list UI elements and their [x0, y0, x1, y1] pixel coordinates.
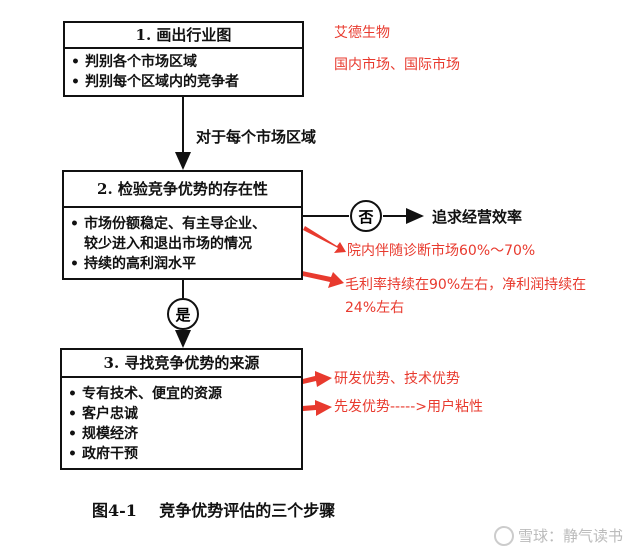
- annotation-first-mover: 先发优势----->用户粘性: [334, 399, 483, 415]
- annotation-company: 艾德生物: [334, 25, 390, 41]
- annotation-margin-line2: 24%左右: [345, 300, 405, 316]
- step2-item-1: •市场份额稳定、有主导企业、: [70, 216, 266, 232]
- step3-item-3: •规模经济: [68, 426, 138, 442]
- annotation-margin-line1: 毛利率持续在90%左右，净利润持续在: [345, 277, 587, 293]
- step2-title: 2. 检验竞争优势的存在性: [64, 172, 301, 208]
- watermark: 雪球：静气读书: [493, 525, 623, 546]
- no-outcome: 追求经营效率: [432, 208, 523, 226]
- step2-item-2: •持续的高利润水平: [70, 256, 196, 272]
- snowball-logo-icon: [493, 526, 514, 546]
- step3-item-4: •政府干预: [68, 446, 138, 462]
- step3-item-1: •专有技术、便宜的资源: [68, 386, 222, 402]
- step2-box: 2. 检验竞争优势的存在性 •市场份额稳定、有主导企业、 较少进入和退出市场的情…: [62, 170, 303, 280]
- step3-item-2: •客户忠诚: [68, 406, 138, 422]
- arrow-label: 对于每个市场区域: [196, 128, 317, 146]
- no-circle: 否: [350, 200, 382, 232]
- step2-item-1-cont: 较少进入和退出市场的情况: [84, 236, 252, 252]
- figure-caption: 图4-1 竞争优势评估的三个步骤: [92, 501, 336, 520]
- yes-circle: 是: [167, 298, 199, 330]
- annotation-share: 院内伴随诊断市场60%～70%: [347, 243, 536, 259]
- annotation-tech: 研发优势、技术优势: [334, 371, 460, 387]
- annotation-markets: 国内市场、国际市场: [334, 57, 460, 73]
- step3-box: 3. 寻找竞争优势的来源 •专有技术、便宜的资源 •客户忠诚 •规模经济 •政府…: [60, 348, 303, 470]
- step1-box: 1. 画出行业图 •判别各个市场区域 •判别每个区域内的竞争者: [63, 21, 304, 97]
- step1-title: 1. 画出行业图: [65, 23, 302, 49]
- red-arrow-share: [303, 226, 346, 253]
- step3-title: 3. 寻找竞争优势的来源: [62, 350, 301, 378]
- step1-item-1: •判别各个市场区域: [71, 54, 197, 70]
- step1-item-2: •判别每个区域内的竞争者: [71, 74, 239, 90]
